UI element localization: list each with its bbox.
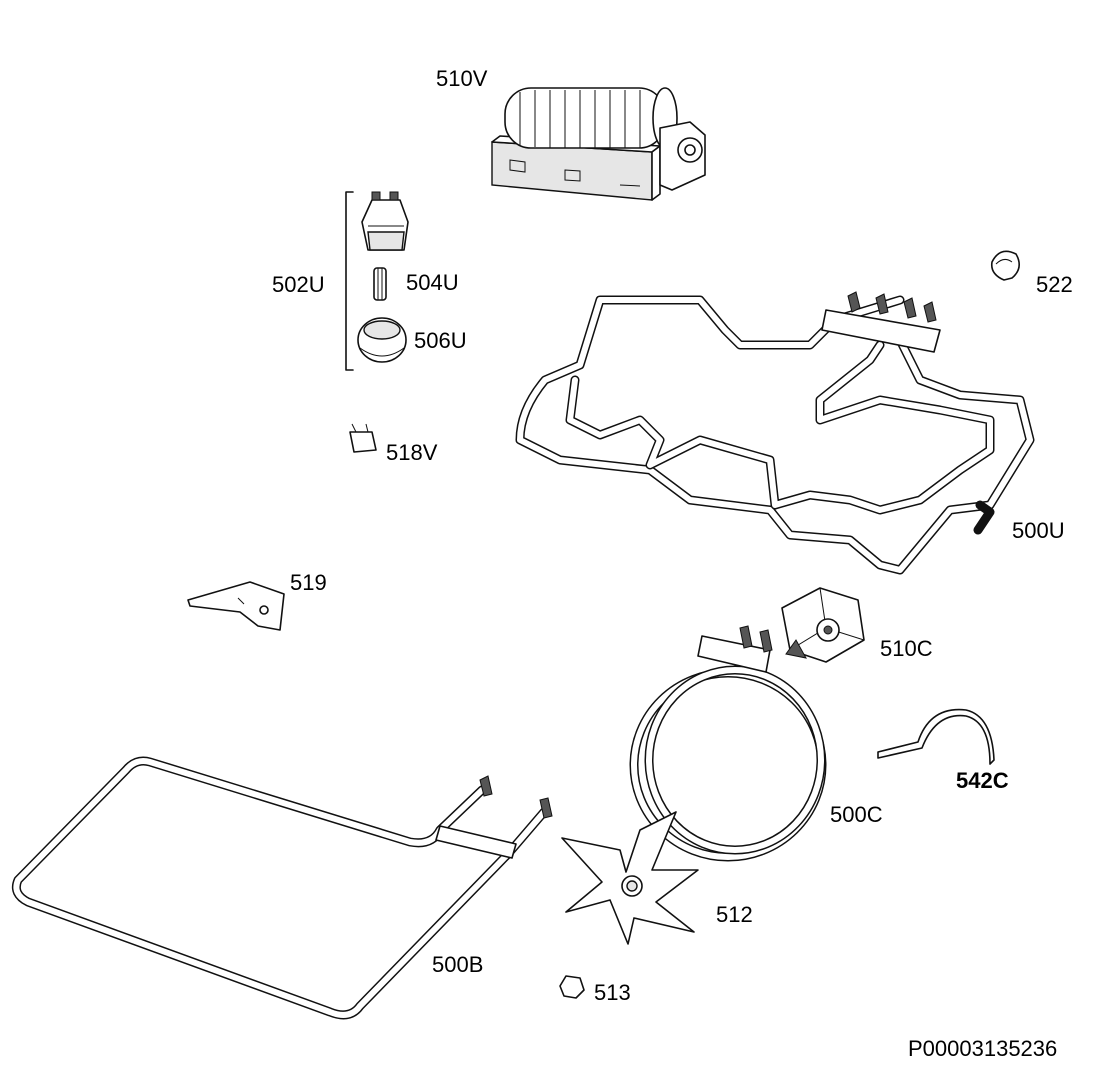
part-513-nut[interactable] — [559, 975, 585, 999]
part-502U-lamp-holder[interactable] — [361, 191, 409, 251]
part-500C-circular-heating-element[interactable] — [629, 625, 827, 862]
part-510C-fan-motor[interactable] — [781, 587, 865, 663]
label-504U: 504U — [406, 270, 459, 295]
label-522: 522 — [1036, 272, 1073, 297]
part-519-bracket[interactable] — [187, 581, 285, 631]
lamp-assembly-bracket — [345, 191, 354, 371]
label-519: 519 — [290, 570, 327, 595]
label-502U: 502U — [272, 272, 325, 297]
label-506U: 506U — [414, 328, 467, 353]
label-518V: 518V — [386, 440, 438, 465]
label-512: 512 — [716, 902, 753, 927]
label-510V: 510V — [436, 66, 488, 91]
part-512-fan-impeller[interactable] — [561, 811, 699, 945]
part-542C-wire-clip[interactable] — [877, 708, 995, 765]
part-500B-bottom-heating-element[interactable] — [11, 756, 553, 1020]
part-504U-lamp-bulb[interactable] — [373, 267, 387, 301]
label-542C: 542C — [956, 768, 1009, 793]
part-522-clip[interactable] — [990, 250, 1020, 281]
diagram-reference-number: P00003135236 — [908, 1036, 1057, 1061]
label-500B: 500B — [432, 952, 483, 977]
part-510V-tangential-fan[interactable] — [491, 87, 706, 201]
label-500C: 500C — [830, 802, 883, 827]
label-510C: 510C — [880, 636, 933, 661]
part-506U-lamp-cover[interactable] — [357, 317, 407, 363]
label-500U: 500U — [1012, 518, 1065, 543]
label-513: 513 — [594, 980, 631, 1005]
part-500U-top-heating-element[interactable] — [515, 291, 1035, 575]
part-518V-thermal-fuse[interactable] — [349, 423, 377, 453]
